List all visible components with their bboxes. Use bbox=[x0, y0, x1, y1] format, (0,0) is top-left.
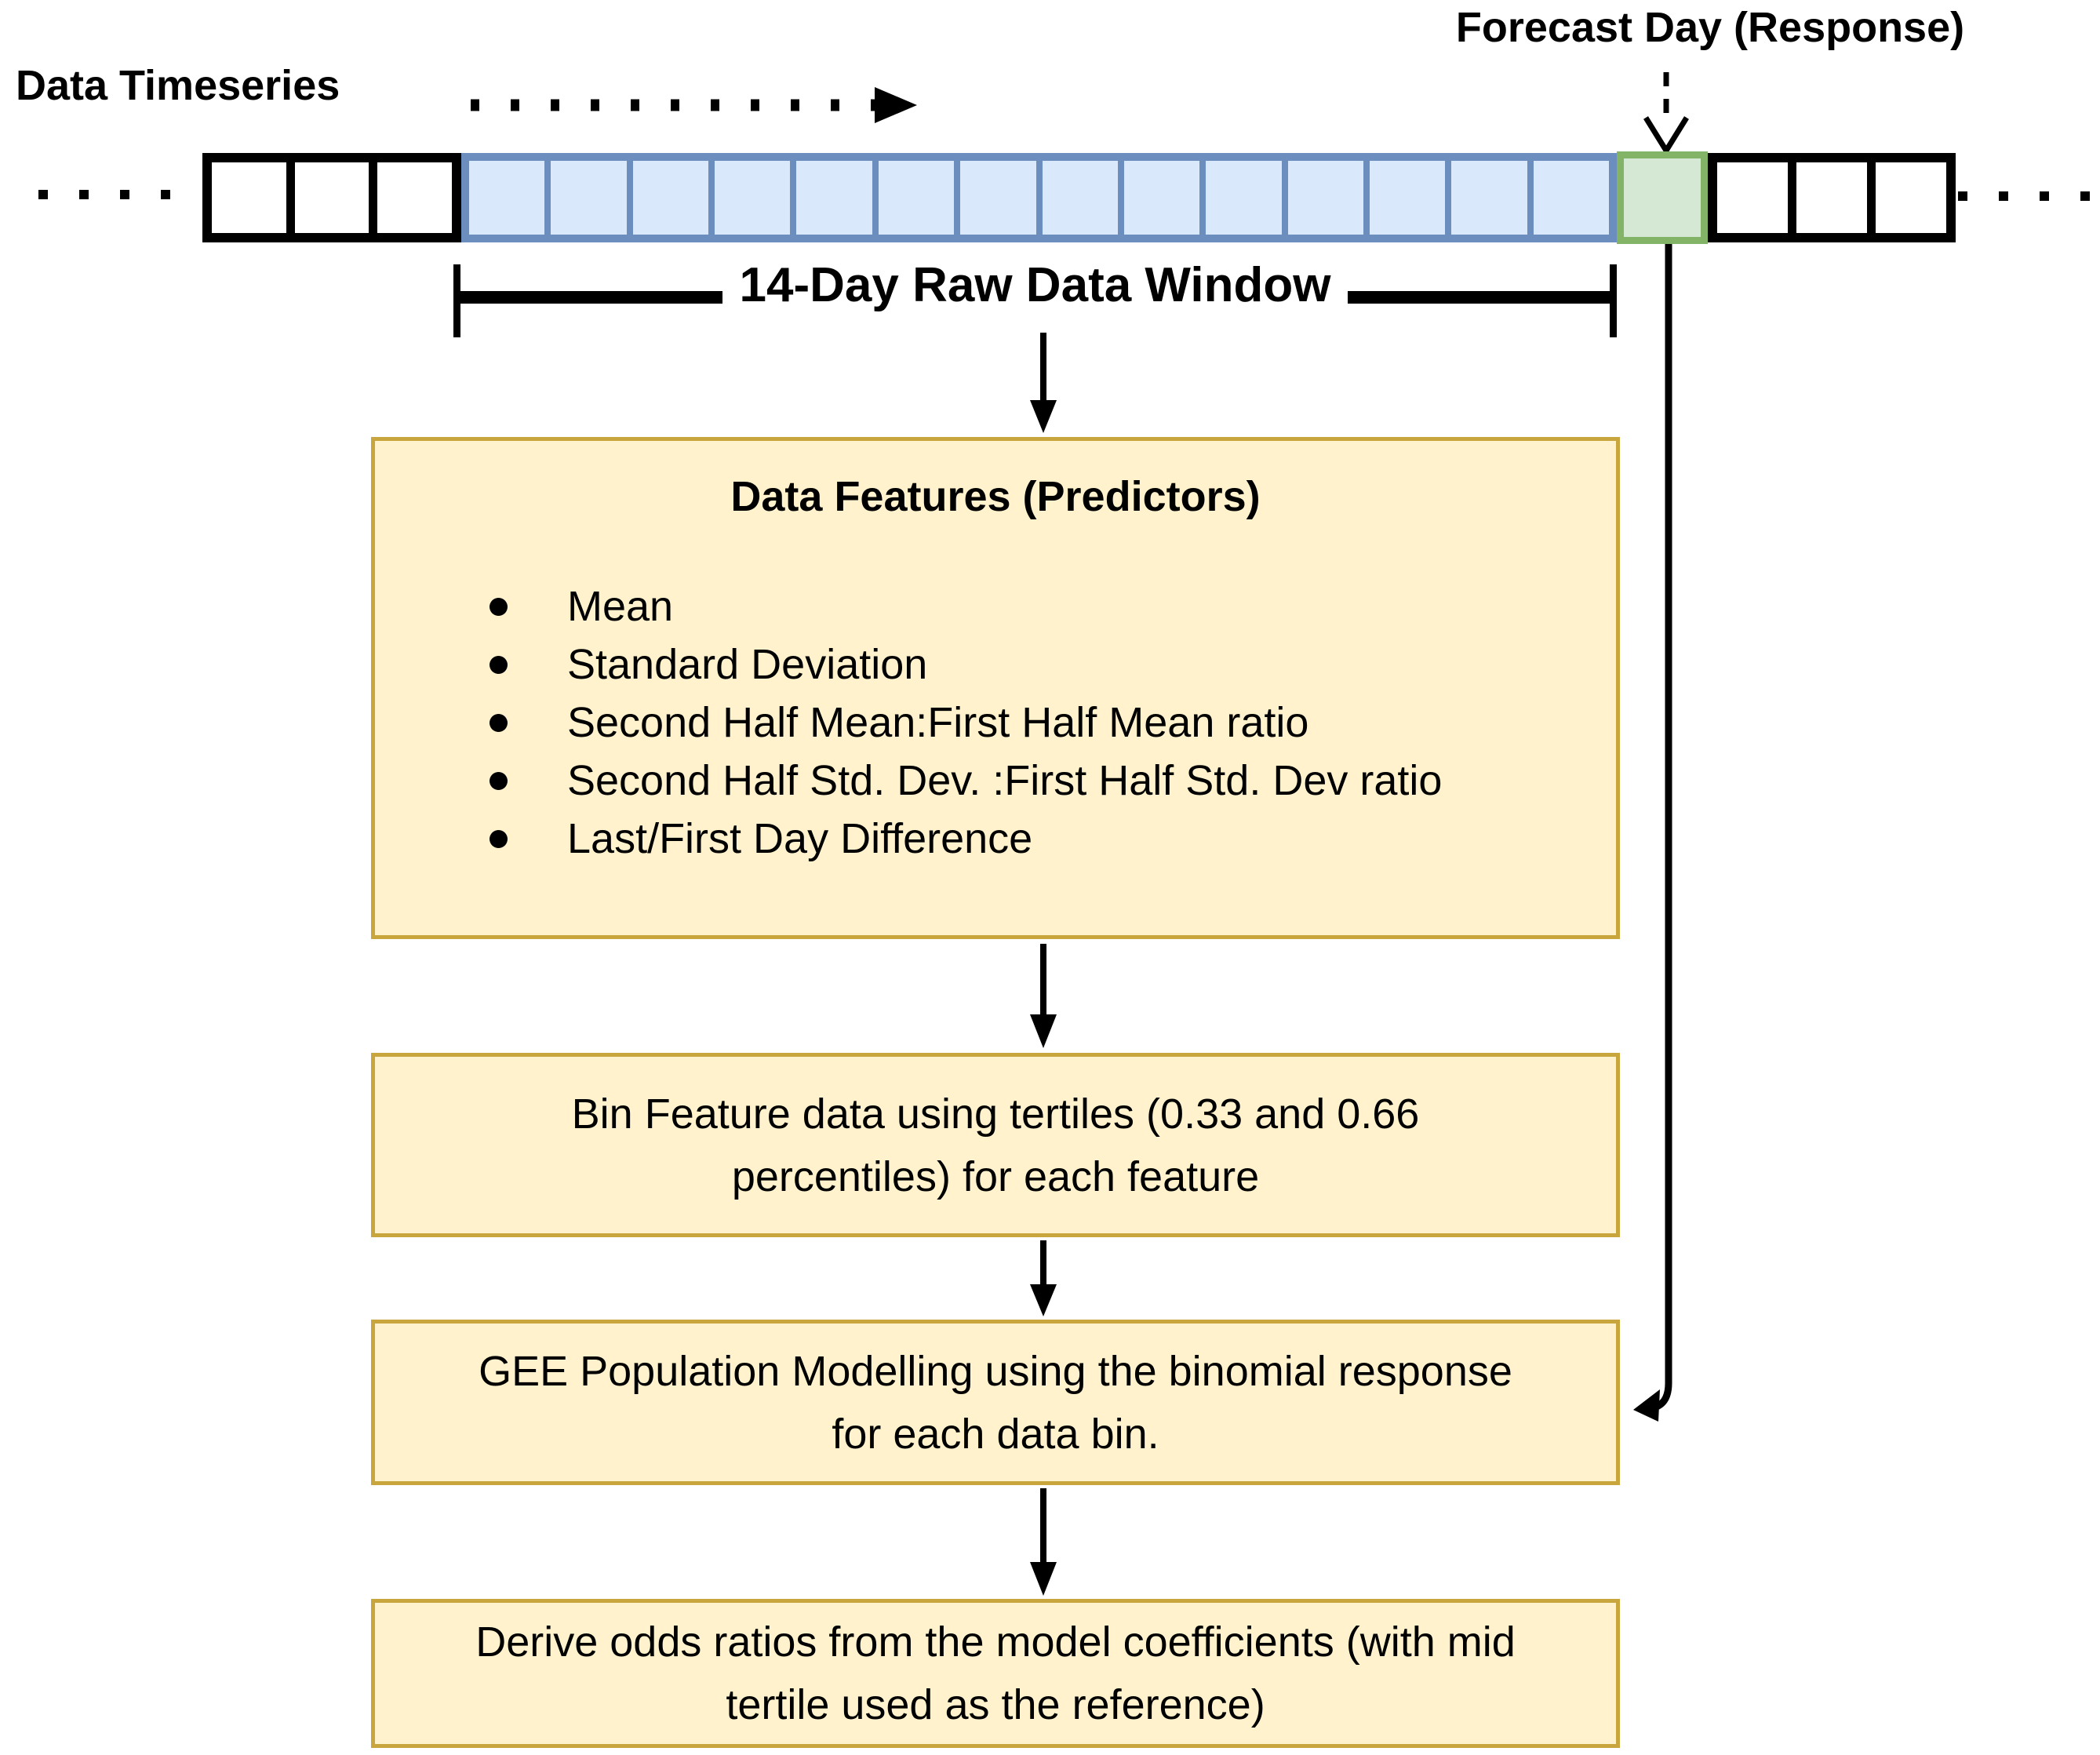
window-day-cell bbox=[551, 161, 627, 235]
feature-item-label: Second Half Std. Dev. :First Half Std. D… bbox=[567, 757, 1443, 804]
bin-features-box: Bin Feature data using tertiles (0.33 an… bbox=[371, 1053, 1620, 1237]
ellipsis-dot bbox=[2080, 191, 2090, 201]
window-day-cell bbox=[469, 161, 545, 235]
odds-ratios-box: Derive odds ratios from the model coeffi… bbox=[371, 1599, 1620, 1748]
raw-data-window-label-wrap: 14-Day Raw Data Window bbox=[453, 257, 1617, 314]
forecast-day-label: Forecast Day (Response) bbox=[1455, 4, 1965, 51]
window-day-cell bbox=[1533, 161, 1610, 235]
feature-item: Second Half Std. Dev. :First Half Std. D… bbox=[375, 752, 1616, 810]
ellipsis-dot bbox=[161, 190, 170, 199]
down-arrow-icon bbox=[1030, 333, 1057, 433]
dotted-right-arrow-icon bbox=[471, 87, 917, 123]
data-features-title: Data Features (Predictors) bbox=[730, 473, 1261, 520]
feature-item-label: Last/First Day Difference bbox=[567, 815, 1033, 862]
day-cell bbox=[377, 162, 453, 233]
raw-data-window-label: 14-Day Raw Data Window bbox=[722, 257, 1348, 314]
window-day-cell bbox=[1287, 161, 1363, 235]
window-day-cell bbox=[878, 161, 955, 235]
gee-modelling-text-line2: for each data bin. bbox=[832, 1410, 1159, 1458]
window-day-cell bbox=[1123, 161, 1200, 235]
timeline-past-cells bbox=[202, 153, 461, 242]
window-day-cell bbox=[1206, 161, 1282, 235]
window-day-cell bbox=[1451, 161, 1527, 235]
feature-item: Last/First Day Difference bbox=[375, 810, 1616, 868]
feature-item-label: Standard Deviation bbox=[567, 641, 928, 688]
dashed-down-arrow-icon bbox=[1643, 72, 1689, 156]
feature-item-label: Second Half Mean:First Half Mean ratio bbox=[567, 699, 1309, 746]
timeline-ellipsis-left bbox=[38, 190, 170, 199]
forecast-day-cell bbox=[1617, 151, 1708, 244]
feature-item: Standard Deviation bbox=[375, 635, 1616, 694]
feature-item: Second Half Mean:First Half Mean ratio bbox=[375, 694, 1616, 752]
down-arrow-icon bbox=[1030, 944, 1057, 1048]
ellipsis-dot bbox=[79, 190, 89, 199]
response-connector-arrow bbox=[1633, 243, 1672, 1422]
bin-features-text-line2: percentiles) for each feature bbox=[731, 1152, 1260, 1200]
window-day-cell bbox=[1042, 161, 1118, 235]
window-day-cell bbox=[960, 161, 1036, 235]
feature-item: Mean bbox=[375, 577, 1616, 635]
odds-ratios-text-line1: Derive odds ratios from the model coeffi… bbox=[475, 1618, 1516, 1666]
odds-ratios-text-line2: tertile used as the reference) bbox=[726, 1681, 1265, 1728]
down-arrow-icon bbox=[1030, 1240, 1057, 1316]
day-cell bbox=[1717, 162, 1788, 233]
window-day-cell bbox=[1369, 161, 1446, 235]
ellipsis-dot bbox=[1999, 191, 2008, 201]
window-day-cell bbox=[715, 161, 791, 235]
ellipsis-dot bbox=[38, 190, 48, 199]
timeline-ellipsis-right bbox=[1958, 191, 2090, 201]
day-cell bbox=[1796, 162, 1867, 233]
window-day-cell bbox=[796, 161, 872, 235]
day-cell bbox=[1876, 162, 1946, 233]
ellipsis-dot bbox=[2040, 191, 2049, 201]
gee-modelling-box: GEE Population Modelling using the binom… bbox=[371, 1320, 1620, 1485]
timeline-future-cells bbox=[1708, 153, 1956, 242]
bin-features-text-line1: Bin Feature data using tertiles (0.33 an… bbox=[571, 1090, 1420, 1138]
data-timeseries-label: Data Timeseries bbox=[16, 62, 340, 109]
ellipsis-dot bbox=[1958, 191, 1967, 201]
down-arrow-icon bbox=[1030, 1488, 1057, 1596]
window-day-cell bbox=[632, 161, 709, 235]
data-features-list: Mean Standard Deviation Second Half Mean… bbox=[375, 577, 1616, 868]
feature-item-label: Mean bbox=[567, 583, 674, 630]
raw-data-window-cells bbox=[461, 153, 1617, 242]
data-features-box: Data Features (Predictors) Mean Standard… bbox=[371, 437, 1620, 939]
day-cell bbox=[294, 162, 369, 233]
ellipsis-dot bbox=[120, 190, 129, 199]
day-cell bbox=[212, 162, 286, 233]
gee-modelling-text-line1: GEE Population Modelling using the binom… bbox=[479, 1347, 1512, 1395]
